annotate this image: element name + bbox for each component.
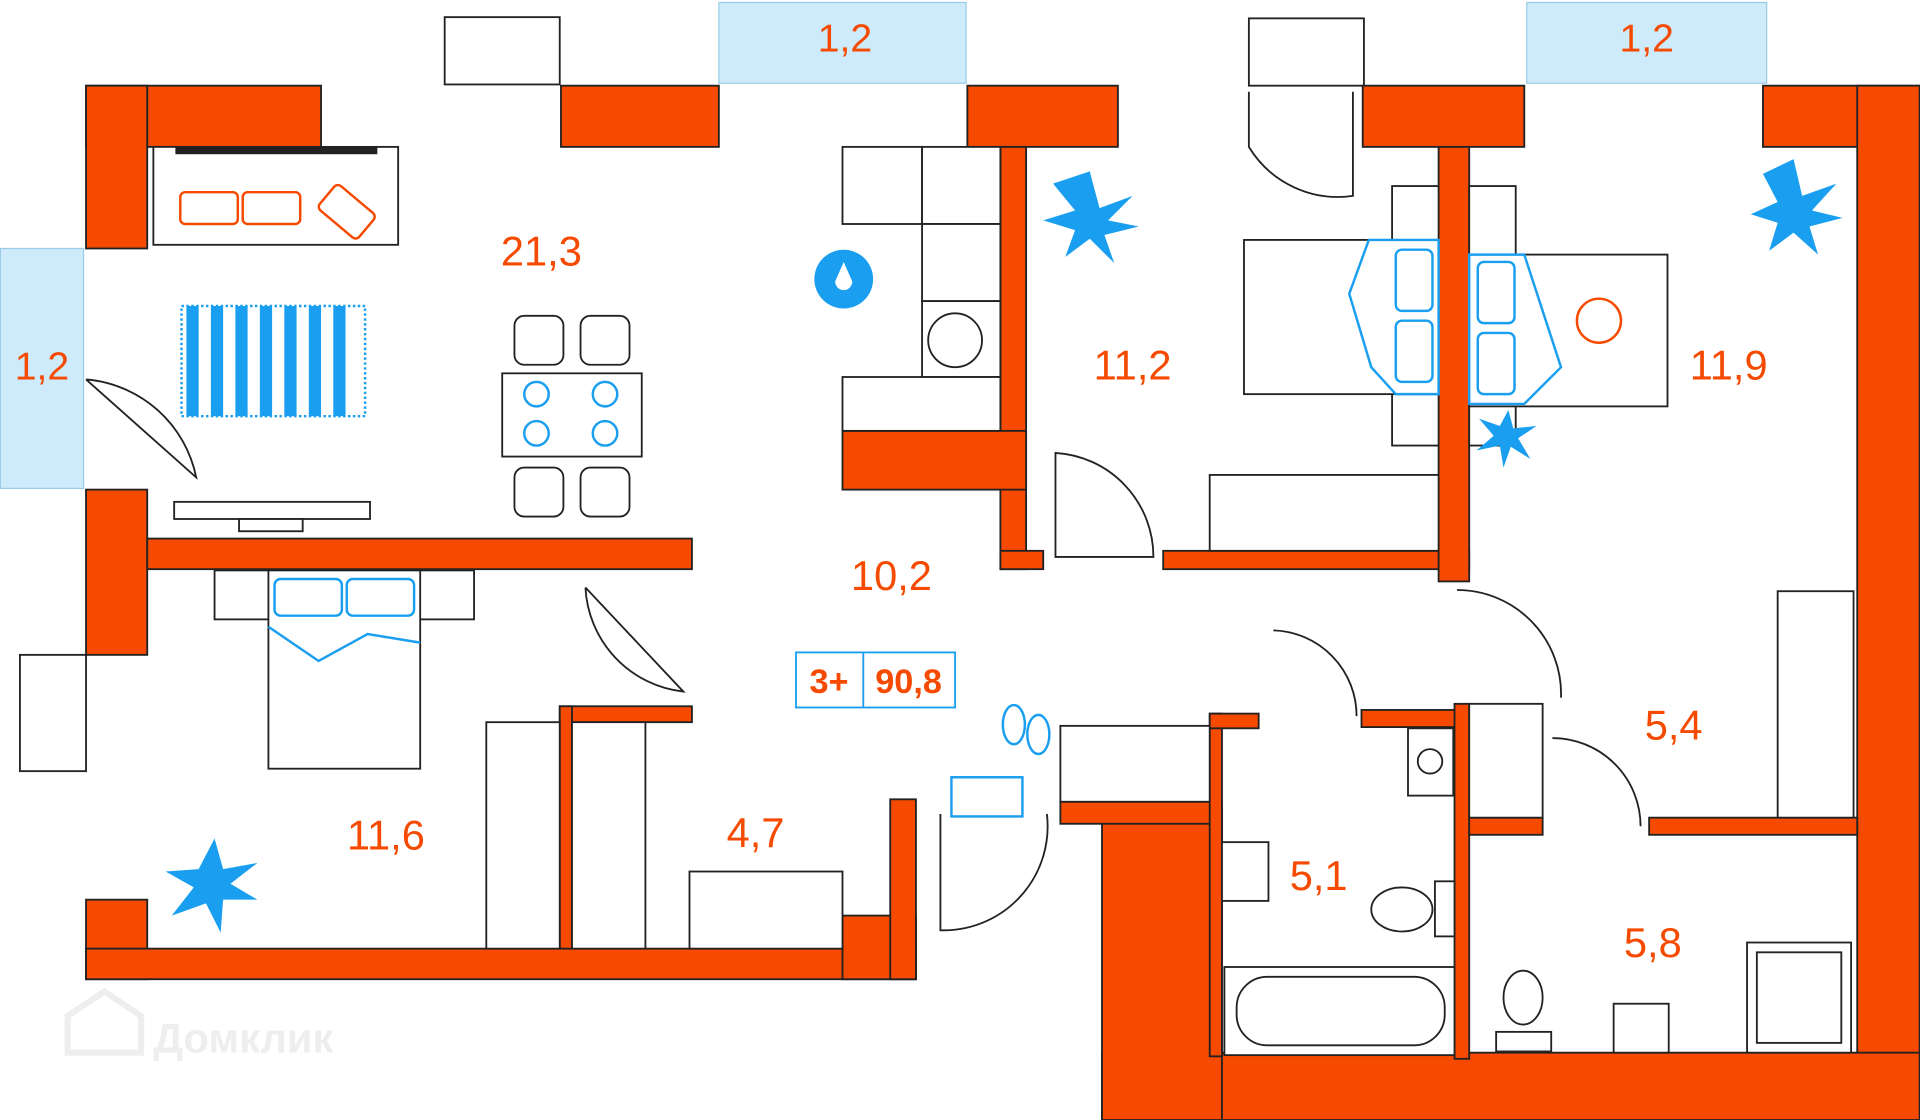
window-left-living (0, 247, 85, 490)
window-label: 1,2 (15, 345, 69, 388)
window-label: 1,2 (818, 17, 872, 60)
door (1247, 91, 1354, 198)
bed (213, 569, 475, 770)
door (1456, 589, 1562, 698)
door (1273, 629, 1358, 717)
balcony-marker (19, 653, 87, 773)
windows: 1,2 1,2 1,2 (0, 1, 1768, 773)
logo-text: Домклик (153, 1015, 333, 1062)
room-area-label: 5,8 (1624, 919, 1682, 966)
door (939, 813, 1049, 932)
rug (180, 304, 367, 418)
apartment-badge: 3+ 90,8 (795, 651, 957, 709)
door (1552, 737, 1642, 827)
dining-table (501, 314, 643, 518)
furniture (152, 145, 1855, 1057)
room-area-label: 11,6 (347, 811, 425, 858)
window-top-living (718, 1, 967, 84)
door (85, 378, 198, 480)
slippers (1001, 703, 1051, 756)
balcony-marker (443, 16, 561, 86)
room-count: 3+ (809, 663, 848, 701)
window-top-bedroom-2 (1526, 1, 1768, 84)
room-area-label: 4,7 (727, 809, 785, 856)
plant-icon (165, 159, 1843, 933)
bed (1467, 185, 1669, 447)
door-mat (950, 776, 1024, 818)
domclick-logo: Домклик (64, 987, 333, 1062)
doors (85, 91, 1642, 932)
door (1054, 451, 1155, 558)
room-area-label: 11,2 (1094, 341, 1172, 388)
balcony-marker (1247, 17, 1365, 87)
room-area-label: 5,4 (1645, 701, 1703, 748)
walls (85, 84, 1920, 1120)
window-label: 1,2 (1619, 17, 1673, 60)
bed (1243, 185, 1440, 447)
room-area-label: 5,1 (1290, 852, 1348, 899)
room-area-label: 10,2 (851, 552, 932, 599)
room-labels: 21,3 11,2 11,9 10,2 11,6 4,7 5,1 5,4 5,8 (347, 228, 1768, 967)
room-area-label: 11,9 (1690, 341, 1768, 388)
wardrobes (485, 474, 1855, 950)
tv-stand (173, 500, 371, 520)
door (584, 586, 686, 693)
toilet-fixtures (1495, 941, 1853, 1054)
total-area: 90,8 (875, 663, 942, 701)
kitchen (814, 145, 1002, 432)
room-area-label: 21,3 (501, 228, 582, 275)
bathroom-fixtures (1221, 727, 1456, 1057)
